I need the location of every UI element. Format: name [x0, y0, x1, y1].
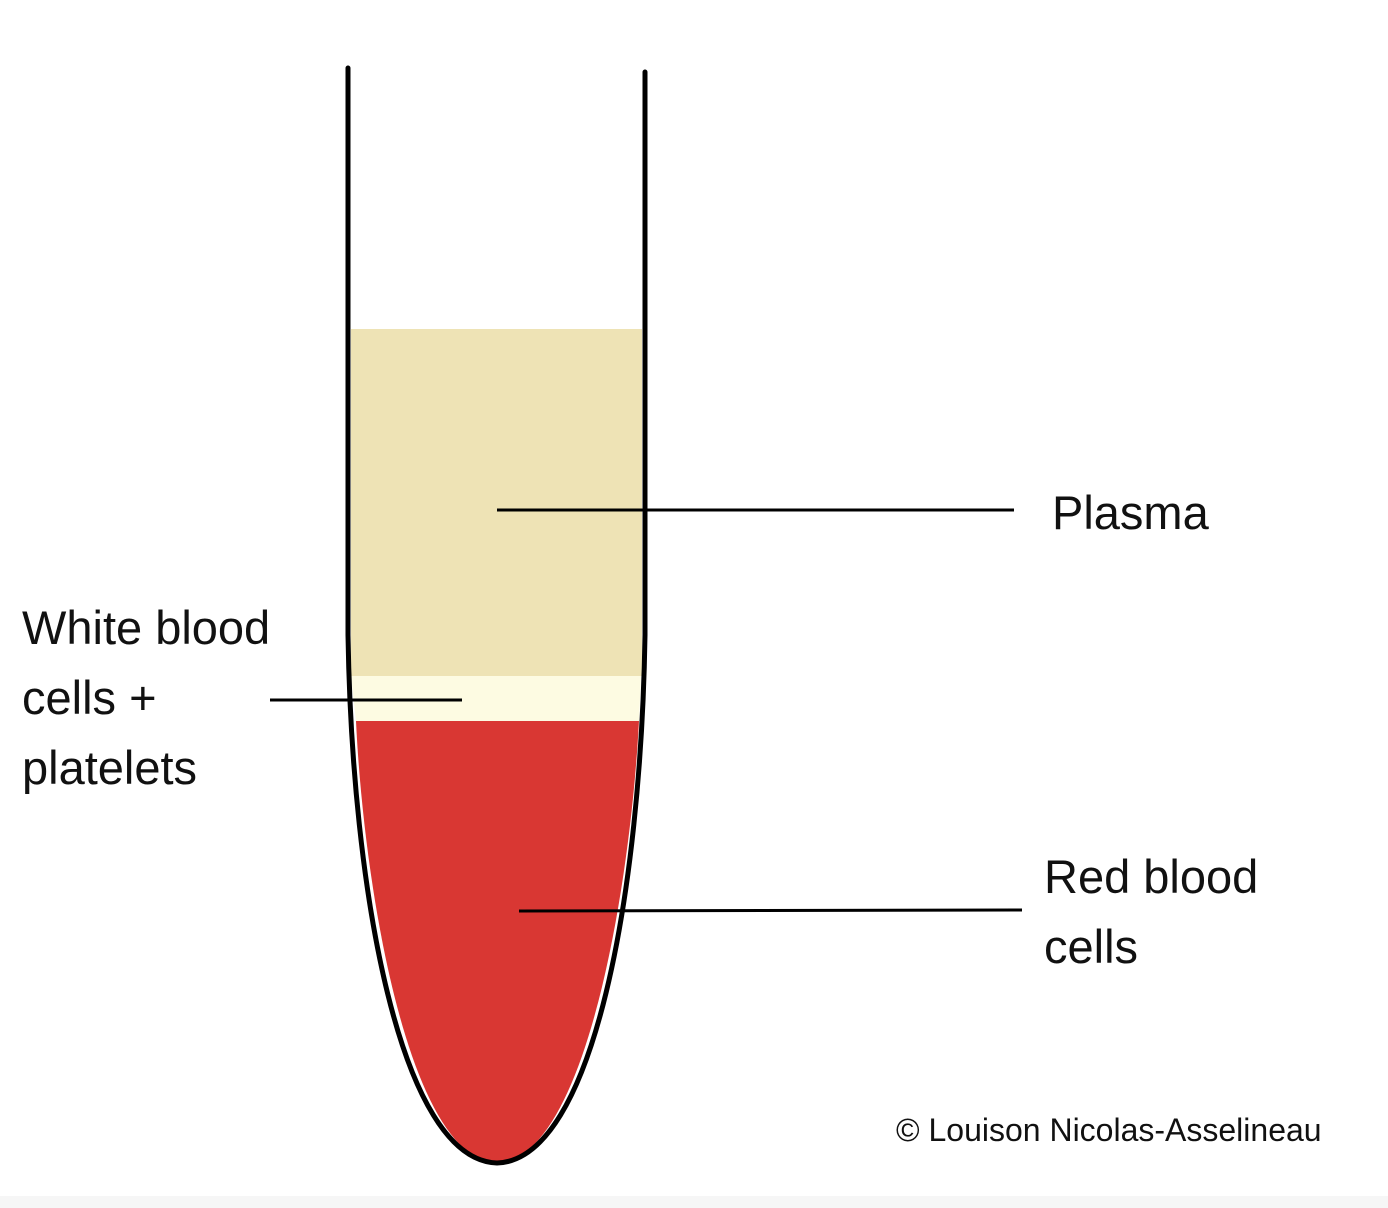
- red-blood-cell-layer: [356, 721, 639, 1163]
- white-cells-label-line-2: cells +: [22, 671, 157, 724]
- tube-outline: [345, 65, 648, 1166]
- plasma-layer: [351, 329, 642, 676]
- white-cells-label-line-1: White blood: [22, 601, 271, 654]
- red-cells-label-line-2: cells: [1044, 920, 1139, 973]
- red-cells-leader-line: [518, 908, 1023, 913]
- red-cells-label-line-1: Red blood: [1044, 850, 1259, 903]
- plasma-label: Plasma: [1052, 486, 1209, 539]
- white-cells-label-line-3: platelets: [22, 741, 198, 794]
- white-blood-cells-platelets-label: White blood cells + platelets: [22, 593, 270, 803]
- copyright-notice: © Louison Nicolas-Asselineau: [896, 1112, 1322, 1148]
- buffy-coat-layer: [351, 676, 641, 721]
- red-blood-cells-label: Red blood cells: [1044, 842, 1258, 982]
